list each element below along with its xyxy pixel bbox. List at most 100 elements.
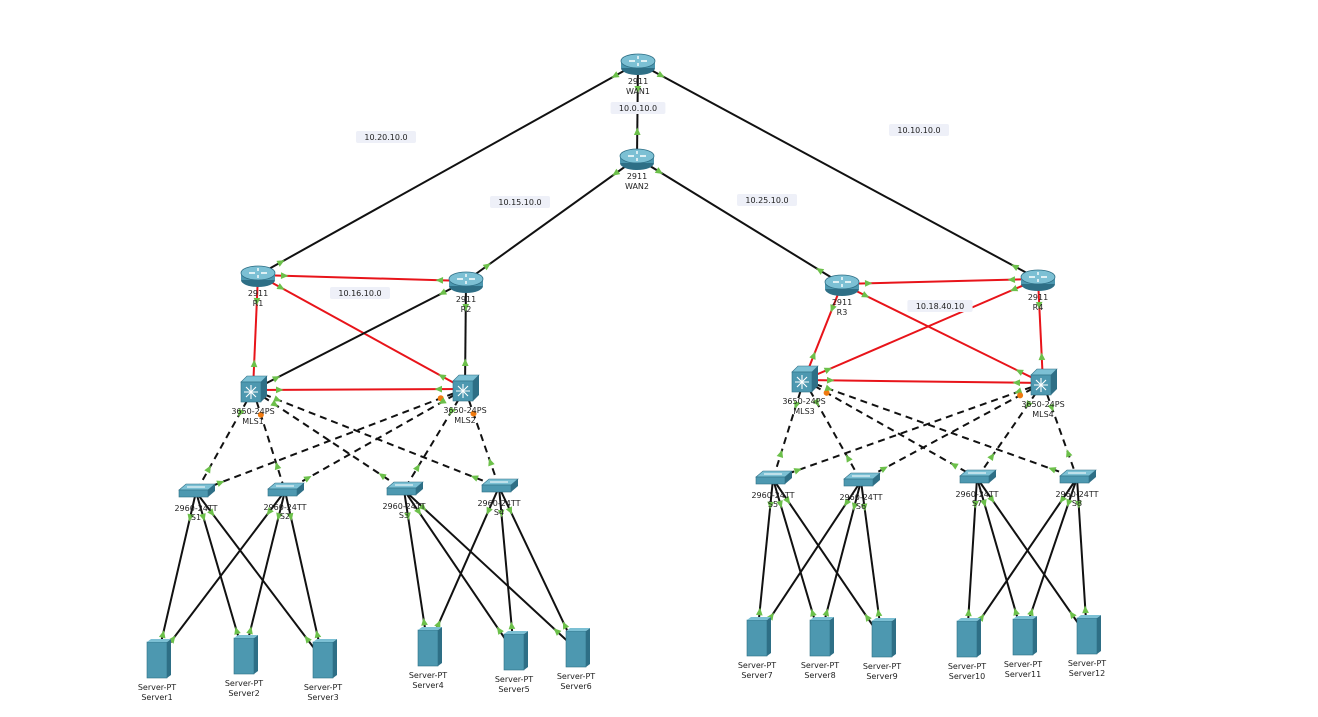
port-up-indicator [1009, 285, 1019, 292]
port-up-indicator [276, 260, 285, 267]
port-up-indicator [1013, 607, 1020, 616]
link-mls1-mls2 [252, 388, 466, 391]
port-up-indicator [767, 501, 775, 510]
port-up-indicator [1048, 467, 1057, 474]
port-up-indicator [810, 608, 817, 617]
port-up-indicator [1066, 449, 1073, 458]
device-name-label: MLS2 [454, 416, 476, 425]
port-up-indicator [830, 304, 837, 313]
port-up-indicator [879, 466, 888, 474]
link-r1-r2 [257, 274, 467, 282]
port-up-indicator [824, 384, 833, 391]
server-icon [1012, 616, 1037, 656]
port-up-indicator [253, 297, 261, 306]
link-s5-server9 [772, 478, 883, 640]
port-up-indicator [276, 512, 283, 521]
port-up-indicator [505, 506, 513, 515]
link-r3-mls4 [841, 283, 1044, 384]
device-model-label: Server-PT [863, 662, 901, 671]
switch-icon [267, 482, 305, 497]
link-wan2-r2 [465, 157, 638, 282]
port-up-indicator [246, 626, 253, 635]
device-name-label: Server3 [307, 693, 338, 702]
link-mls1-s2 [252, 389, 286, 492]
router-icon [240, 265, 276, 287]
network-address-label: 10.15.10.0 [490, 196, 550, 208]
link-s6-server7 [756, 480, 862, 639]
link-mls2-s3 [403, 388, 466, 491]
switch-icon [481, 478, 519, 493]
device-name-label: S4 [494, 508, 504, 517]
port-up-indicator [977, 613, 985, 622]
device-model-label: 2960-24TT [955, 490, 998, 499]
port-up-indicator [851, 502, 859, 511]
device-name-label: Server8 [804, 671, 835, 680]
link-wan1-r1 [257, 62, 639, 276]
device-model-label: 2911 [1028, 293, 1048, 302]
port-up-indicator [438, 397, 447, 405]
network-address-label: 10.16.10.0 [330, 287, 390, 299]
device-model-label: Server-PT [409, 671, 447, 680]
router-icon [619, 148, 655, 170]
port-up-indicator [421, 617, 428, 626]
device-name-label: Server5 [498, 685, 529, 694]
server-icon [233, 635, 258, 675]
device-model-label: 3650-24PS [231, 407, 274, 416]
device-name-label: S6 [856, 502, 866, 511]
server-icon [809, 617, 834, 657]
port-up-indicator [496, 626, 504, 635]
port-up-indicator [275, 386, 284, 394]
server-icon [565, 628, 590, 668]
router-icon [1020, 269, 1056, 291]
port-up-indicator [846, 454, 853, 463]
network-address-text: 10.20.10.0 [364, 133, 407, 142]
device-name-label: WAN2 [625, 182, 649, 191]
device-name-label: S8 [1072, 499, 1082, 508]
network-address-label: 10.0.10.0 [610, 102, 666, 114]
port-up-indicator [488, 458, 495, 467]
port-up-indicator [875, 608, 883, 617]
port-up-indicator [553, 628, 562, 636]
port-up-indicator [816, 268, 825, 275]
port-up-indicator [950, 462, 959, 470]
network-address-text: 10.18.40.10 [916, 302, 964, 311]
port-up-indicator [270, 399, 279, 407]
device-name-label: Server1 [141, 693, 172, 702]
device-model-label: 3650-24PS [443, 406, 486, 415]
device-model-label: 2960-24TT [839, 493, 882, 502]
switch-icon [386, 481, 424, 496]
port-up-indicator [776, 500, 783, 509]
device-name-label: Server6 [560, 682, 591, 691]
